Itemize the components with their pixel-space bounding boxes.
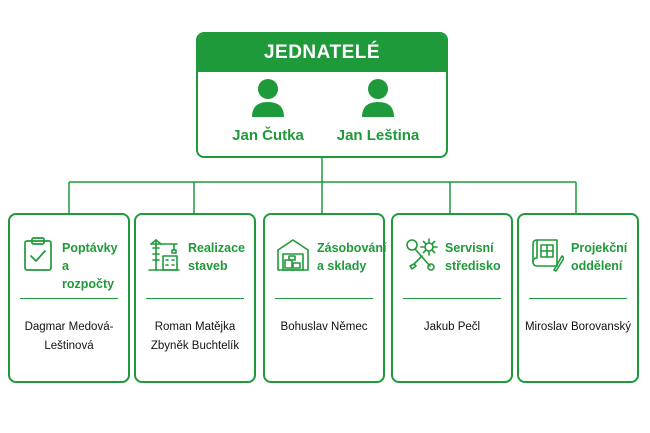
department-title: Projekční oddělení <box>571 241 628 273</box>
blueprint-pencil-icon <box>532 239 564 272</box>
department-divider <box>529 298 627 299</box>
wrench-gear-icon <box>406 238 438 271</box>
warehouse-icon <box>277 239 309 271</box>
department-people: Roman Matějka Zbyněk Buchtelík <box>150 321 240 352</box>
department-servisni: Servisní středisko Jakub Pečl <box>391 213 513 383</box>
executive-2: Jan Leština <box>323 78 433 144</box>
executive-name: Jan Čutka <box>232 127 304 144</box>
department-people: Bohuslav Němec <box>280 321 368 333</box>
department-title: Zásobování a sklady <box>317 241 387 273</box>
executives-title: JEDNATELÉ <box>198 34 446 72</box>
department-title: Realizace staveb <box>188 241 245 273</box>
department-people: Jakub Pečl <box>423 321 481 333</box>
department-divider <box>146 298 244 299</box>
department-title: Servisní středisko <box>445 241 501 273</box>
department-title: Poptávky a rozpočty <box>62 241 118 291</box>
clipboard-check-icon <box>24 237 52 271</box>
executive-1: Jan Čutka <box>213 78 323 144</box>
department-poptavky: Poptávky a rozpočty Dagmar Medová- Lešti… <box>8 213 130 383</box>
department-divider <box>275 298 373 299</box>
department-zasobovani: Zásobování a sklady Bohuslav Němec <box>263 213 387 383</box>
department-realizace: Realizace staveb Roman Matějka Zbyněk Bu… <box>134 213 256 383</box>
executive-name: Jan Leština <box>336 127 420 144</box>
department-projekcni: Projekční oddělení Miroslav Borovanský <box>517 213 639 383</box>
executives-box: JEDNATELÉ Jan Čutka Jan Leština <box>196 32 448 158</box>
department-divider <box>403 298 501 299</box>
person-icon <box>252 79 284 117</box>
department-people: Miroslav Borovanský <box>524 321 632 333</box>
construction-crane-icon <box>148 239 180 271</box>
department-divider <box>20 298 118 299</box>
department-people: Dagmar Medová- Leštinová <box>24 321 114 352</box>
person-icon <box>362 79 394 117</box>
